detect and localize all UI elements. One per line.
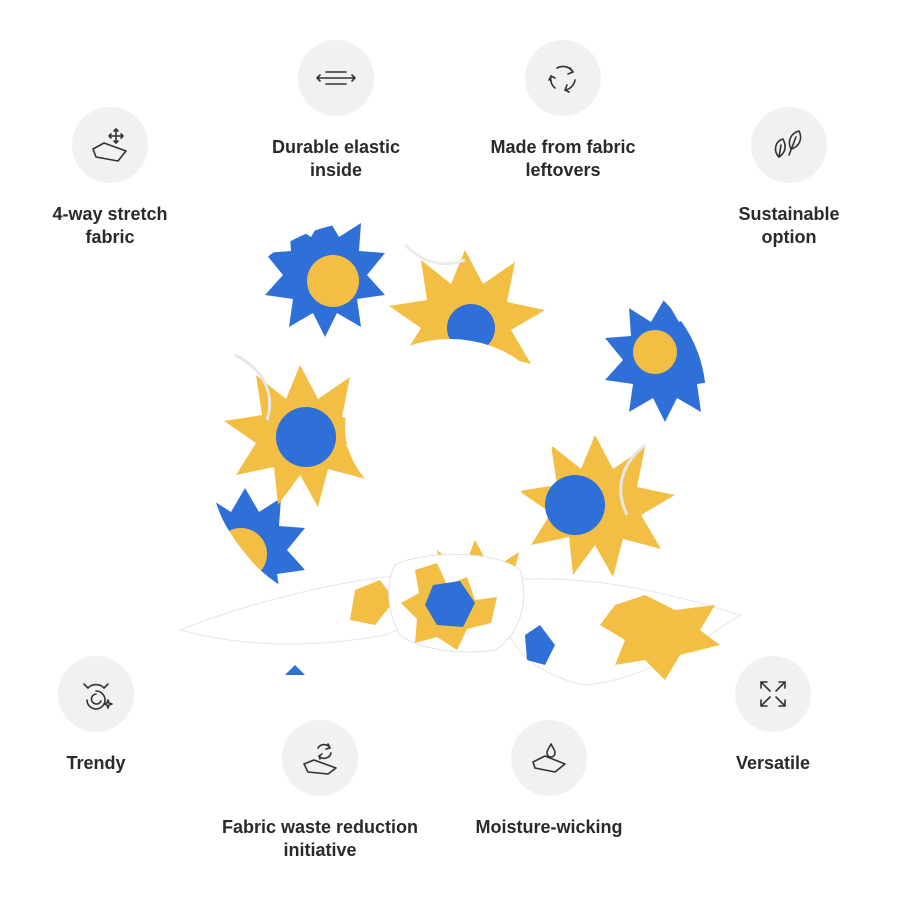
yellow-flower [519, 435, 675, 577]
feature-trendy: Trendy [0, 656, 216, 775]
elastic-icon [298, 40, 374, 116]
stretch-fabric-icon [72, 107, 148, 183]
feature-four-way-stretch: 4-way stretch fabric [0, 107, 230, 249]
feature-label: Sustainable option [738, 204, 840, 247]
blue-flower [605, 298, 725, 422]
feature-label: Versatile [735, 753, 811, 773]
feature-label: Fabric waste reduction initiative [221, 817, 419, 860]
blue-flower [265, 213, 385, 337]
blue-flower [185, 488, 305, 612]
feature-fabric-leftovers: Made from fabric leftovers [443, 40, 683, 182]
droplet-icon [511, 720, 587, 796]
leaves-icon [751, 107, 827, 183]
feature-label: Trendy [66, 753, 126, 773]
feature-label: Made from fabric leftovers [490, 137, 636, 180]
fabric-recycle-icon [282, 720, 358, 796]
yellow-flower [224, 365, 380, 507]
feature-label: 4-way stretch fabric [52, 204, 168, 247]
yellow-flower [389, 250, 545, 392]
bow-knot [388, 553, 525, 653]
feature-waste-reduction: Fabric waste reduction initiative [200, 720, 440, 862]
feature-label: Moisture-wicking [475, 817, 623, 837]
feature-sustainable: Sustainable option [669, 107, 900, 249]
feature-moisture-wicking: Moisture-wicking [429, 720, 669, 839]
feature-durable-elastic: Durable elastic inside [216, 40, 456, 182]
recycle-icon [525, 40, 601, 116]
feature-label: Durable elastic inside [271, 137, 401, 180]
expand-arrows-icon [735, 656, 811, 732]
trendy-icon [58, 656, 134, 732]
scrunchie-image [175, 205, 745, 685]
feature-versatile: Versatile [653, 656, 893, 775]
bow-right-tail [504, 578, 742, 685]
